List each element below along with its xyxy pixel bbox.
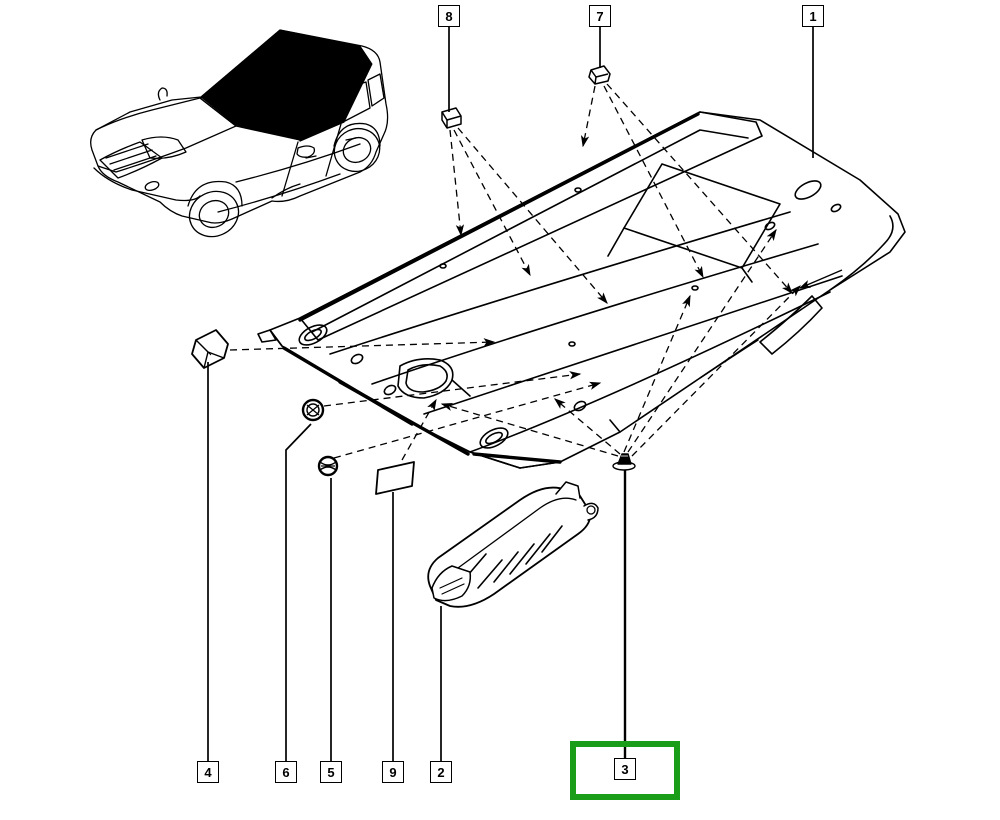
leader-3-a [440, 402, 619, 457]
suv-front-door-window [293, 91, 345, 142]
callout-box-4[interactable]: 4 [197, 761, 219, 783]
suv-front-wheel-inner [198, 199, 230, 229]
part-3-retaining-clip [612, 453, 636, 471]
leader-6 [323, 371, 582, 407]
headliner-handle-recess-rear-inner [485, 431, 503, 445]
callout-box-1[interactable]: 1 [802, 5, 824, 27]
arrow-1-a [798, 269, 843, 289]
part-9-label-plate [375, 461, 415, 495]
headliner-detail-4 [607, 227, 625, 257]
suv-grille-bar3 [113, 155, 157, 171]
leader-8-c [457, 127, 608, 304]
headliner-rib-1 [329, 211, 791, 355]
leader-7-c [606, 83, 793, 294]
part-6-grommet [301, 398, 325, 422]
headliner-boss-a [350, 353, 364, 365]
suv-body-outline [90, 29, 389, 224]
suv-roof-antenna [157, 87, 168, 101]
part-5-plug [317, 455, 339, 477]
callout-leader-lines [207, 27, 814, 761]
suv-front-arch [187, 180, 243, 207]
leader-3-e [631, 285, 801, 457]
suv-grille-bar2 [109, 149, 153, 165]
leader-3-c [623, 294, 691, 453]
headliner-handle-recess-left-inner [304, 328, 322, 342]
suv-rear-wheel [333, 127, 381, 173]
headliner-rear-quarter [829, 215, 894, 291]
leader-4 [229, 338, 496, 351]
suv-quarter-window [367, 73, 385, 107]
headliner-detail-3 [451, 379, 471, 397]
suv-rear-door-window [341, 81, 371, 122]
headliner-handle-recess-left [298, 324, 328, 346]
callout-box-5[interactable]: 5 [320, 761, 342, 783]
suv-rocker-line [217, 173, 341, 213]
headliner-center-recess [623, 163, 781, 269]
headliner-front-rail [299, 111, 763, 341]
headliner-accent-mid [338, 380, 470, 456]
headliner-handle-recess-right [794, 180, 822, 200]
suv-fog-lamp [144, 180, 160, 192]
callout-box-6[interactable]: 6 [275, 761, 297, 783]
assembly-dashed-leaders [229, 83, 801, 461]
headliner-rear-flare [759, 295, 823, 355]
part-1-indicator-arrows [798, 269, 843, 289]
suv-front-wheel [188, 190, 240, 238]
suv-rear-arch [333, 122, 381, 147]
leader-8-b [453, 129, 531, 277]
callout-box-8[interactable]: 8 [438, 5, 460, 27]
headliner-boss-e [830, 203, 842, 213]
suv-bumper [93, 167, 201, 202]
callout-box-9[interactable]: 9 [382, 761, 404, 783]
leader-3-d [627, 228, 777, 453]
headliner-detail-5 [741, 267, 753, 283]
suv-windshield [199, 89, 301, 141]
headliner-detail-2 [609, 419, 621, 433]
part-7-clip [588, 65, 611, 85]
headliner-maplight-pocket-inner [405, 363, 448, 393]
part-2-sun-visor [427, 481, 599, 608]
headliner-boss-d [764, 221, 776, 231]
headliner-accent-rear [472, 452, 562, 464]
leader-8-a [449, 129, 465, 237]
leader-5 [333, 381, 602, 459]
headliner-rib-3 [423, 275, 843, 415]
callout-box-7[interactable]: 7 [589, 5, 611, 27]
part-8-clip [441, 107, 462, 129]
suv-body-crease [235, 143, 361, 183]
headliner-handle-recess-rear [479, 427, 509, 449]
callout-box-2[interactable]: 2 [430, 761, 452, 783]
headliner-rear-flare2 [699, 339, 759, 379]
part-4-end-cap [191, 329, 229, 369]
suv-front-handle [305, 155, 317, 159]
headliner-rib-2 [371, 243, 819, 385]
leader-7-a [580, 85, 596, 148]
suv-rear-door-line [325, 123, 342, 177]
headliner-boss-h [568, 341, 576, 347]
suv-roof-fill [200, 29, 373, 141]
suv-grille-bar1 [105, 143, 149, 159]
headliner-boss-f [574, 187, 582, 193]
leader-9 [401, 398, 437, 461]
suv-front-door-line [281, 141, 299, 197]
leader-7-b [603, 85, 704, 279]
headliner-boss-c [573, 400, 587, 412]
headliner-boss-b [383, 384, 397, 396]
headliner-boss-i [691, 285, 699, 291]
leader-3-b [554, 398, 621, 455]
suv-mirror [296, 145, 316, 158]
headliner-boss-g [439, 263, 447, 269]
suv-headlight [141, 136, 187, 160]
selection-highlight-rectangle [570, 741, 680, 800]
leader-line-6 [285, 423, 312, 761]
suv-cladding [271, 183, 301, 199]
headliner-corner-tab [257, 329, 277, 343]
headliner-front-rail-inner [311, 129, 749, 333]
suv-illustration [90, 29, 389, 238]
suv-hood [95, 97, 237, 173]
headliner-outer-edge [269, 111, 906, 469]
callout-box-3[interactable]: 3 [614, 758, 636, 780]
suv-rear-handle [345, 137, 357, 141]
